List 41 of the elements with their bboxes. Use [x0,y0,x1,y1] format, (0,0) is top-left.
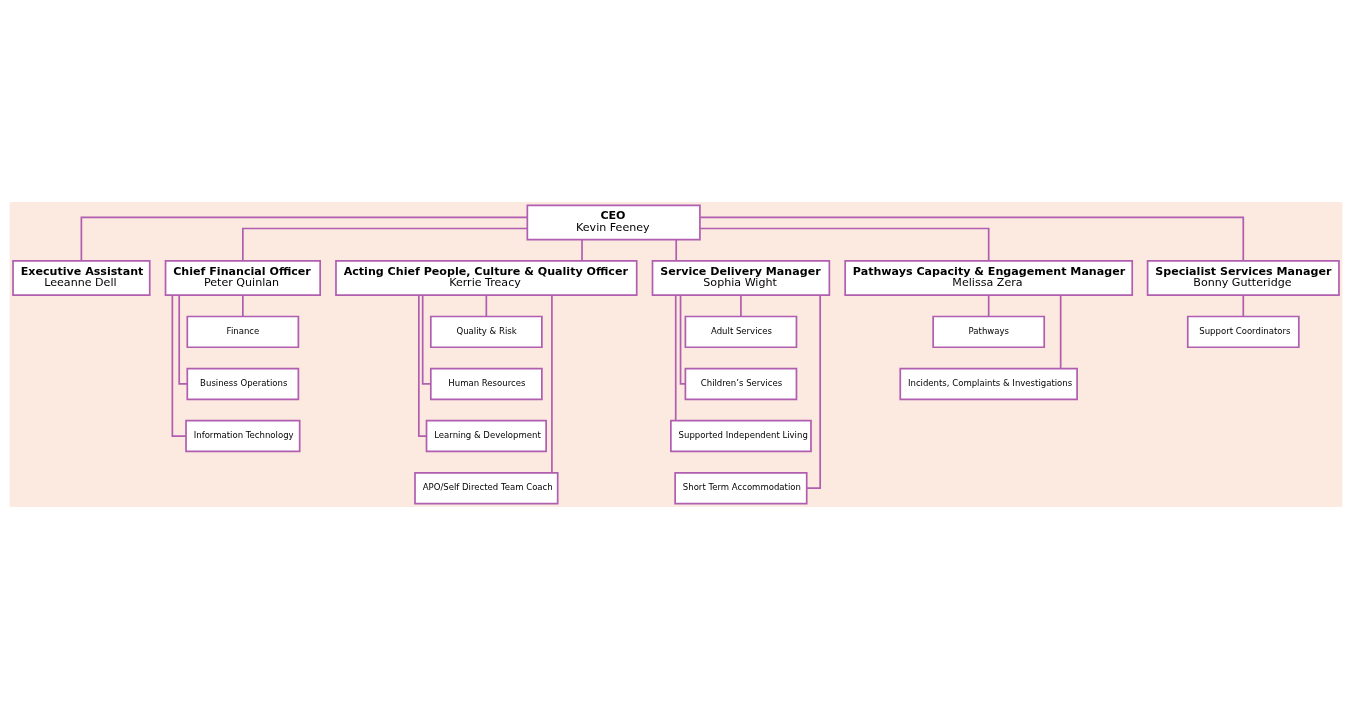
connector [699,216,1245,262]
connector [581,238,583,262]
node-box: Learning & Development [425,419,547,453]
node-box: CEO Kevin Feeney [526,204,701,241]
connector [485,294,488,318]
connector [987,294,990,318]
connector [1242,294,1245,318]
node-box: Supported Independent Living [670,419,812,453]
node-box: Support Coordinators [1186,315,1300,349]
connector [1059,294,1062,370]
connector [171,294,187,437]
node-box: Acting Chief People, Culture & Quality Officer Kerrie Treacy [335,260,638,296]
node-box: APO/Self Directed Team Coach [414,471,559,505]
connector [699,227,990,262]
node-box: Chief Financial Officer Peter Quinlan [164,260,322,296]
connector [805,294,822,490]
node-box: Children’s Services [684,367,798,401]
node-box: Short Term Accommodation [674,471,808,505]
connector [421,294,432,385]
connector [242,294,244,318]
node-box: Service Delivery Manager Sophia Wight [651,260,831,296]
connector [551,294,553,474]
node-box: Quality & Risk [429,315,543,349]
node-box: Business Operations [186,367,300,401]
node-box: Finance [186,315,300,349]
node-box: Human Resources [429,367,543,401]
connector [80,216,529,262]
connector [418,294,428,437]
connector [178,294,189,385]
node-box: Incidents, Complaints & Investigations [899,367,1078,401]
connector [242,227,529,262]
node-box: Information Technology [185,419,301,453]
node-box: Executive Assistant Leeanne Dell [12,260,151,296]
node-box: Pathways Capacity & Engagement Manager Melissa Zera [844,260,1134,296]
node-box: Specialist Services Manager Bonny Gutteridge [1146,260,1340,296]
connector [740,294,742,318]
node-box: Pathways [932,315,1046,349]
node-box: Adult Services [684,315,798,349]
connector [674,294,677,422]
connector [675,238,678,262]
connector [679,294,687,385]
